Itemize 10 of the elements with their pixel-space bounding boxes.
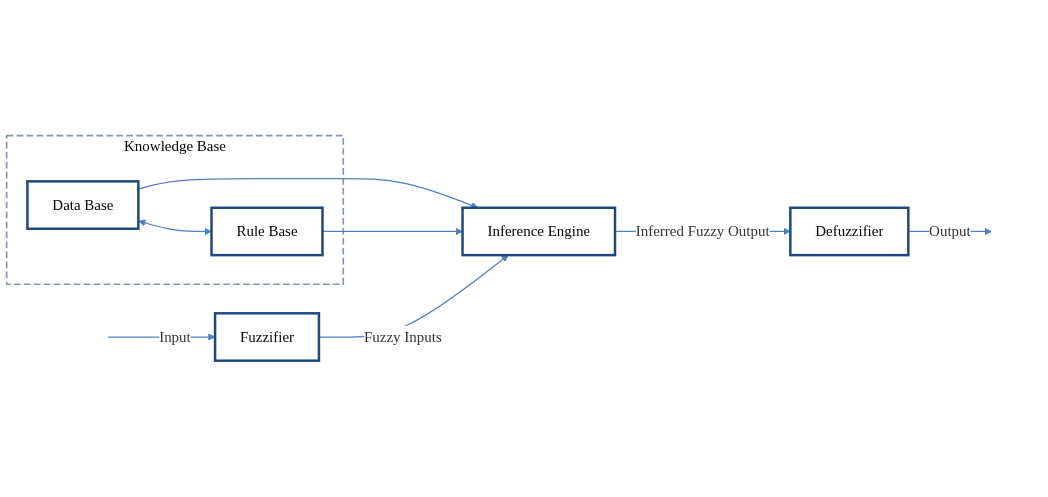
node-box: Rule Base bbox=[210, 206, 324, 257]
node-box: Defuzzifier bbox=[789, 206, 910, 257]
edge-label: Fuzzy Inputs bbox=[364, 328, 442, 346]
arrow bbox=[138, 219, 212, 236]
edge-label: Input bbox=[159, 328, 191, 346]
edge-label: Output bbox=[929, 223, 971, 240]
node-box: Fuzzifier bbox=[213, 312, 321, 363]
edge-label: Inferred Fuzzy Output bbox=[635, 223, 770, 240]
node-box: Inference Engine bbox=[461, 206, 617, 257]
node-box: Data Base bbox=[26, 180, 140, 231]
